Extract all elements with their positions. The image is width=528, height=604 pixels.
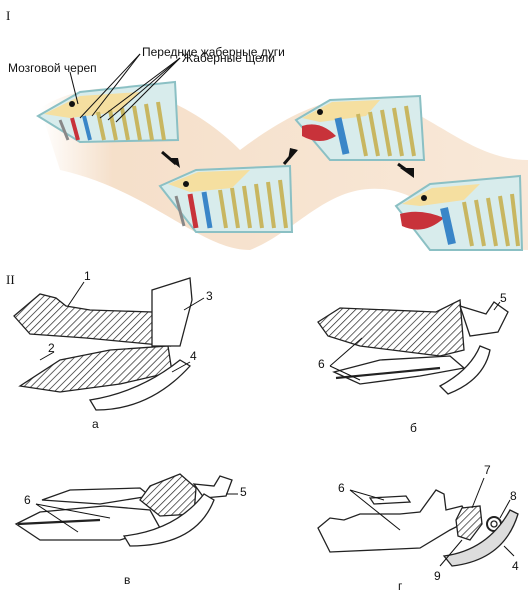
jaw-diagram-v	[14, 473, 233, 547]
label-5: 5	[500, 291, 507, 305]
fish-head-stage-4	[394, 174, 524, 251]
jaw-diagram-g	[317, 489, 519, 567]
braincase-label: Мозговой череп	[8, 61, 97, 75]
hyomandibular-3	[151, 277, 193, 347]
part-two: II 1 2 3 4 а 6 5 б	[6, 269, 519, 593]
stage-arrows	[161, 148, 414, 178]
anterior-gill-arches-label: Передние жаберные дуги	[142, 45, 285, 59]
arrow-icon	[400, 168, 414, 178]
panel-b-leaders	[329, 301, 501, 381]
label-2: 2	[48, 341, 55, 355]
meckel-cartilage-2	[18, 345, 173, 393]
label-5-v: 5	[240, 485, 247, 499]
part-two-numeral: II	[6, 272, 15, 287]
label-9: 9	[434, 569, 441, 583]
fish-head-stage-2	[158, 164, 294, 233]
label-8: 8	[510, 489, 517, 503]
palatoquadrate-1	[13, 293, 172, 347]
label-7: 7	[484, 463, 491, 477]
label-4-g: 4	[512, 559, 519, 573]
gill-slits-label: Жаберные щели	[182, 51, 275, 65]
label-6-v: 6	[24, 493, 31, 507]
jaw-diagram-b	[317, 298, 509, 395]
panel-letter-a: а	[92, 417, 99, 431]
fish-head-stage-1	[36, 80, 180, 144]
label-3: 3	[206, 289, 213, 303]
panel-letter-b: б	[410, 421, 417, 435]
part-one-numeral: I	[6, 8, 10, 23]
hyoid-arch-4	[88, 359, 192, 411]
part-one: I	[6, 8, 528, 251]
label-6: 6	[318, 357, 325, 371]
panel-g-leaders	[349, 477, 515, 567]
label-6-g: 6	[338, 481, 345, 495]
label-4: 4	[190, 349, 197, 363]
panel-v-leaders	[35, 493, 238, 533]
leader-lines	[69, 53, 181, 123]
panel-letter-g: г	[398, 579, 403, 593]
label-1: 1	[84, 269, 91, 283]
panel-a-leaders	[39, 281, 205, 373]
panel-letter-v: в	[124, 573, 130, 587]
jaw-diagram-a	[13, 277, 193, 411]
fish-head-stage-3	[294, 94, 426, 161]
